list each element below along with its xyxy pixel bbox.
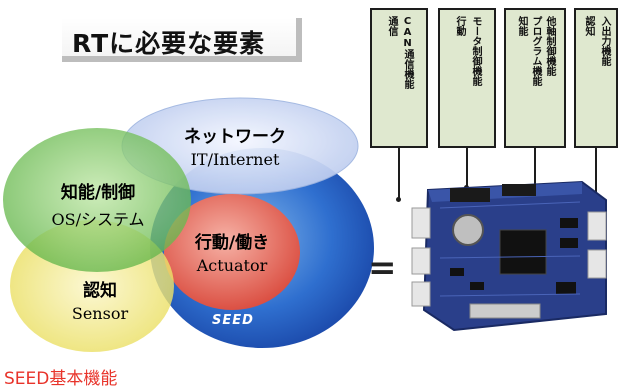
callout-action-body: モータ制御機能 [470, 16, 481, 86]
network-label-jp: ネットワーク [184, 127, 286, 147]
action-label-en: Actuator [196, 256, 268, 275]
network-label: ネットワーク IT/Internet [160, 122, 310, 169]
caption: SEED基本機能 [4, 369, 118, 389]
equals-sign: = [368, 248, 397, 288]
callout-perception-leader [595, 148, 597, 202]
perception-label-jp: 認知 [83, 281, 117, 301]
callout-perception-heading: 認知 [583, 16, 594, 36]
callout-intelligence: 知能 プログラム機能 他軸制御機能 [504, 8, 566, 148]
callout-intelligence-leader [534, 148, 536, 218]
callout-communication: 通信 CAN通信機能 [370, 8, 428, 148]
callout-communication-body: CAN通信機能 [402, 16, 413, 89]
callout-communication-leader [398, 148, 400, 200]
intelligence-label-jp: 知能/制御 [60, 183, 136, 203]
callout-action-leader [466, 148, 468, 188]
callout-action-heading: 行動 [454, 16, 465, 36]
network-label-en: IT/Internet [190, 150, 280, 169]
callout-perception: 認知 入出力機能 [574, 8, 618, 148]
action-label: 行動/働き Actuator [172, 228, 292, 275]
callout-intelligence-body: プログラム機能 [530, 16, 541, 86]
intelligence-label-en: OS/システム [51, 210, 145, 229]
callout-intelligence-body2: 他軸制御機能 [544, 16, 555, 76]
callout-communication-leader-dot [396, 197, 401, 202]
title-box [62, 18, 302, 62]
intelligence-circle [3, 128, 191, 272]
diagram-title: RTに必要な要素 [72, 29, 266, 58]
callout-action: 行動 モータ制御機能 [438, 8, 496, 148]
callout-intelligence-heading: 知能 [516, 16, 527, 36]
callout-perception-body: 入出力機能 [599, 16, 610, 66]
venn-diagram [3, 97, 374, 352]
seed-board-image [411, 180, 607, 332]
intelligence-label: 知能/制御 OS/システム [28, 178, 168, 230]
seed-logo: SEED [212, 313, 254, 328]
action-label-jp: 行動/働き [194, 233, 270, 253]
action-circle [164, 194, 300, 310]
perception-label: 認知 Sensor [50, 276, 150, 323]
callout-communication-heading: 通信 [386, 16, 397, 36]
perception-label-en: Sensor [71, 304, 129, 323]
